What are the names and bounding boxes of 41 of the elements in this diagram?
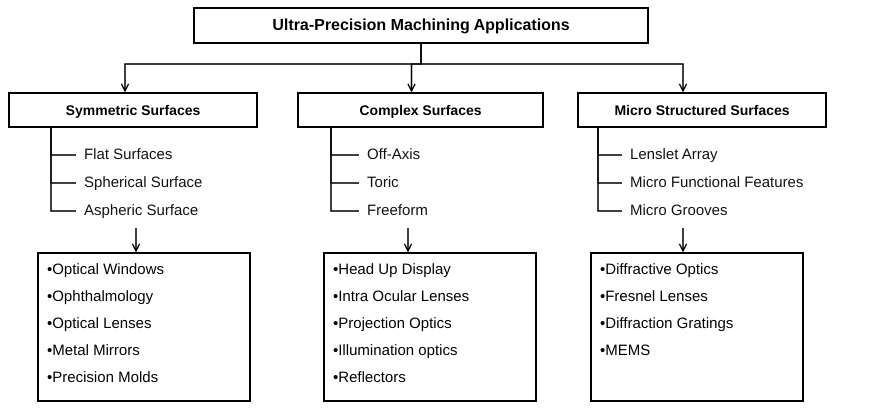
- list-item: •Diffraction Gratings: [600, 314, 734, 334]
- category-box: [8, 92, 258, 128]
- surface-type-label: Aspheric Surface: [84, 202, 198, 220]
- list-item: •Optical Lenses: [47, 314, 152, 334]
- application-list-box: [323, 252, 537, 402]
- surface-type-label: Spherical Surface: [84, 174, 202, 192]
- arrow: [404, 228, 412, 252]
- surface-type-label: Micro Functional Features: [630, 174, 804, 192]
- list-item: •Head Up Display: [333, 260, 452, 280]
- arrow: [678, 228, 688, 252]
- surface-type-label: Toric: [367, 174, 399, 192]
- application-list-box: [37, 252, 251, 402]
- surface-type-label: Off-Axis: [367, 146, 420, 164]
- surface-type-label: Freeform: [367, 202, 428, 220]
- category-box: [193, 7, 649, 44]
- list-item: •Projection Optics: [333, 314, 453, 334]
- connector-line: [330, 128, 359, 212]
- connector-line: [50, 128, 76, 212]
- list-item: •Diffractive Optics: [600, 260, 720, 280]
- heading: Micro Structured Surfaces: [614, 102, 790, 118]
- list-item: •Metal Mirrors: [47, 341, 141, 361]
- list-item: •Intra Ocular Lenses: [333, 287, 470, 307]
- list-item: •Illumination optics: [333, 341, 458, 361]
- category-box: [577, 92, 827, 128]
- surface-type-label: Flat Surfaces: [84, 146, 172, 164]
- surface-type-label: Lenslet Array: [630, 146, 718, 164]
- list-item: •Fresnel Lenses: [600, 287, 709, 307]
- list-item: •Ophthalmology: [47, 287, 154, 307]
- list-item: •Reflectors: [333, 368, 407, 388]
- list-item: •MEMS: [600, 341, 652, 361]
- arrow: [420, 44, 688, 92]
- application-list-box: [590, 252, 804, 402]
- heading: Symmetric Surfaces: [66, 102, 200, 118]
- heading: Ultra-Precision Machining Applications: [272, 16, 570, 34]
- list-item: •Optical Windows: [47, 260, 165, 280]
- heading: Complex Surfaces: [359, 102, 482, 118]
- list-item: •Precision Molds: [47, 368, 160, 388]
- connector-line: [597, 128, 622, 212]
- category-box: [297, 92, 544, 128]
- surface-type-label: Micro Grooves: [630, 202, 728, 220]
- arrow: [132, 228, 140, 252]
